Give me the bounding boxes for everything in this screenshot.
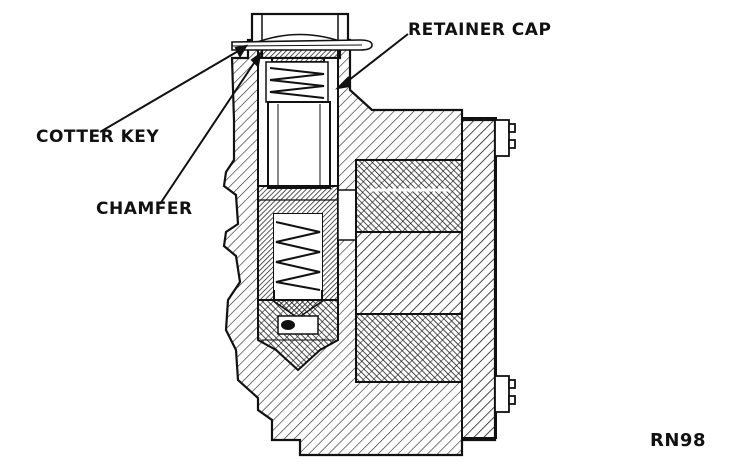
rotor-assembly: [355, 159, 463, 383]
end-plate: [461, 117, 497, 439]
side-passage: [337, 189, 357, 241]
figure-code-label: RN98: [650, 430, 706, 451]
cotter-key-label: COTTER KEY: [36, 127, 160, 147]
chamfer-leader: [159, 59, 257, 205]
lower-bolt: [494, 375, 516, 413]
upper-bolt: [494, 119, 516, 157]
cotter-key-leader: [99, 49, 241, 133]
retainer-cap-label: RETAINER CAP: [408, 20, 552, 40]
lower-spring: [274, 214, 322, 291]
valve-plunger: [267, 101, 331, 189]
upper-spring: [265, 61, 329, 103]
retainer-cap-leader: [343, 33, 409, 85]
chamfer-label: CHAMFER: [96, 199, 193, 219]
